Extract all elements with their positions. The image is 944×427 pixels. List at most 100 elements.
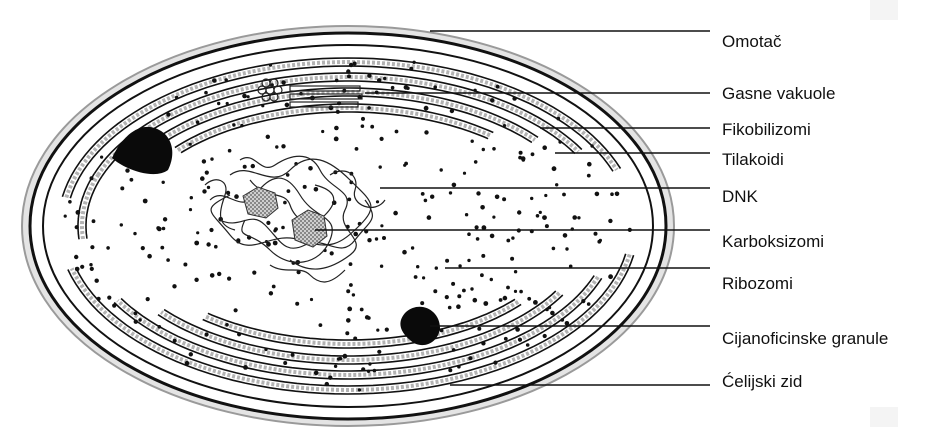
ribosome-dot [450,109,454,113]
ribosome-dot [411,246,414,249]
ribosome-dot [380,224,383,227]
ribosome-dot [210,157,213,160]
ribosome-dot [346,69,350,73]
ribosome-dot [561,318,565,322]
ribosome-dot [452,183,457,188]
ribosome-dot [336,110,340,114]
ribosome-dot [562,193,566,197]
ribosome-dot [175,96,178,99]
ribosome-dot [587,174,591,178]
ribosome-dot [196,231,199,234]
ribosome-dot [329,105,334,110]
ribosome-dot [433,85,437,89]
ribosome-dot [552,247,556,251]
ribosome-dot [347,307,352,312]
ribosome-dot [334,365,337,368]
ribosome-dot [517,210,521,214]
ribosome-dot [373,369,377,373]
ribosome-dot [490,278,493,281]
ribosome-dot [424,106,429,111]
label-tilakoidi: Tilakoidi [722,150,784,170]
ribosome-dot [120,186,124,190]
ribosome-dot [147,254,152,259]
ribosome-dot [234,308,238,312]
ribosome-dot [291,353,295,357]
ribosome-dot [518,338,522,342]
ribosome-dot [355,147,359,151]
ribosome-dot [367,238,371,242]
ribosome-dot [90,245,94,249]
ribosome-dot [106,246,110,250]
label-cijanoficinske-granule: Cijanoficinske granule [722,329,888,349]
label-dnk: DNK [722,187,758,207]
ribosome-dot [519,151,523,155]
ribosome-dot [189,208,192,211]
ribosome-dot [209,228,213,232]
ribosome-dot [360,308,364,312]
ribosome-dot [283,361,287,365]
ribosome-dot [445,295,449,299]
ribosome-dot [281,226,285,230]
ribosome-dot [361,124,365,128]
label-ribozomi: Ribozomi [722,274,793,294]
ribosome-dot [393,211,398,216]
ribosome-dot [367,316,371,320]
ribosome-dot [269,64,272,67]
ribosome-dot [502,197,506,201]
label-fikobilizomi: Fikobilizomi [722,120,811,140]
label-celijski-zid: Ćelijski zid [722,372,802,392]
ribosome-dot [565,321,570,326]
ribosome-dot [536,214,540,218]
ribosome-dot [404,85,409,90]
ribosome-dot [526,343,530,347]
ribosome-dot [162,227,166,231]
ribosome-dot [465,213,468,216]
ribosome-dot [451,282,455,286]
ribosome-dot [385,328,389,332]
ribosome-dot [194,241,199,246]
ribosome-dot [448,306,452,310]
ribosome-dot [353,337,357,341]
label-gasne-vakuole: Gasne vakuole [722,84,835,104]
ribosome-dot [506,239,510,243]
ribosome-dot [273,229,276,232]
ribosome-dot [421,192,425,196]
ribosome-dot [337,357,340,360]
ribosome-dot [427,215,432,220]
ribosome-dot [503,124,506,127]
ribosome-dot [310,298,313,301]
ribosome-dot [134,312,138,316]
ribosome-dot [330,251,334,255]
ribosome-dot [361,367,365,371]
ribosome-dot [100,156,103,159]
ribosome-dot [321,130,324,133]
ribosome-dot [361,117,365,121]
ribosome-dot [496,85,500,89]
ribosome-dot [440,168,443,171]
ribosome-dot [544,194,547,197]
ribosome-dot [80,265,84,269]
corner-mark [870,407,898,427]
ribosome-dot [430,195,434,199]
ribosome-dot [433,289,437,293]
ribosome-dot [158,325,162,329]
ribosome-dot [556,117,560,121]
ribosome-dot [74,255,78,259]
ribosome-dot [190,196,193,199]
ribosome-dot [264,348,267,351]
ribosome-dot [495,195,500,200]
ribosome-dot [482,148,485,151]
ribosome-dot [531,152,535,156]
ribosome-dot [138,318,141,321]
ribosome-dot [353,232,358,237]
ribosome-dot [615,192,620,197]
ribosome-dot [471,140,474,143]
ribosome-dot [194,278,198,282]
ribosome-dot [395,130,399,134]
ribosome-dot [133,232,136,235]
ribosome-dot [242,94,247,99]
ribosome-dot [457,365,461,369]
ribosome-dot [458,264,461,267]
ribosome-dot [287,189,291,193]
